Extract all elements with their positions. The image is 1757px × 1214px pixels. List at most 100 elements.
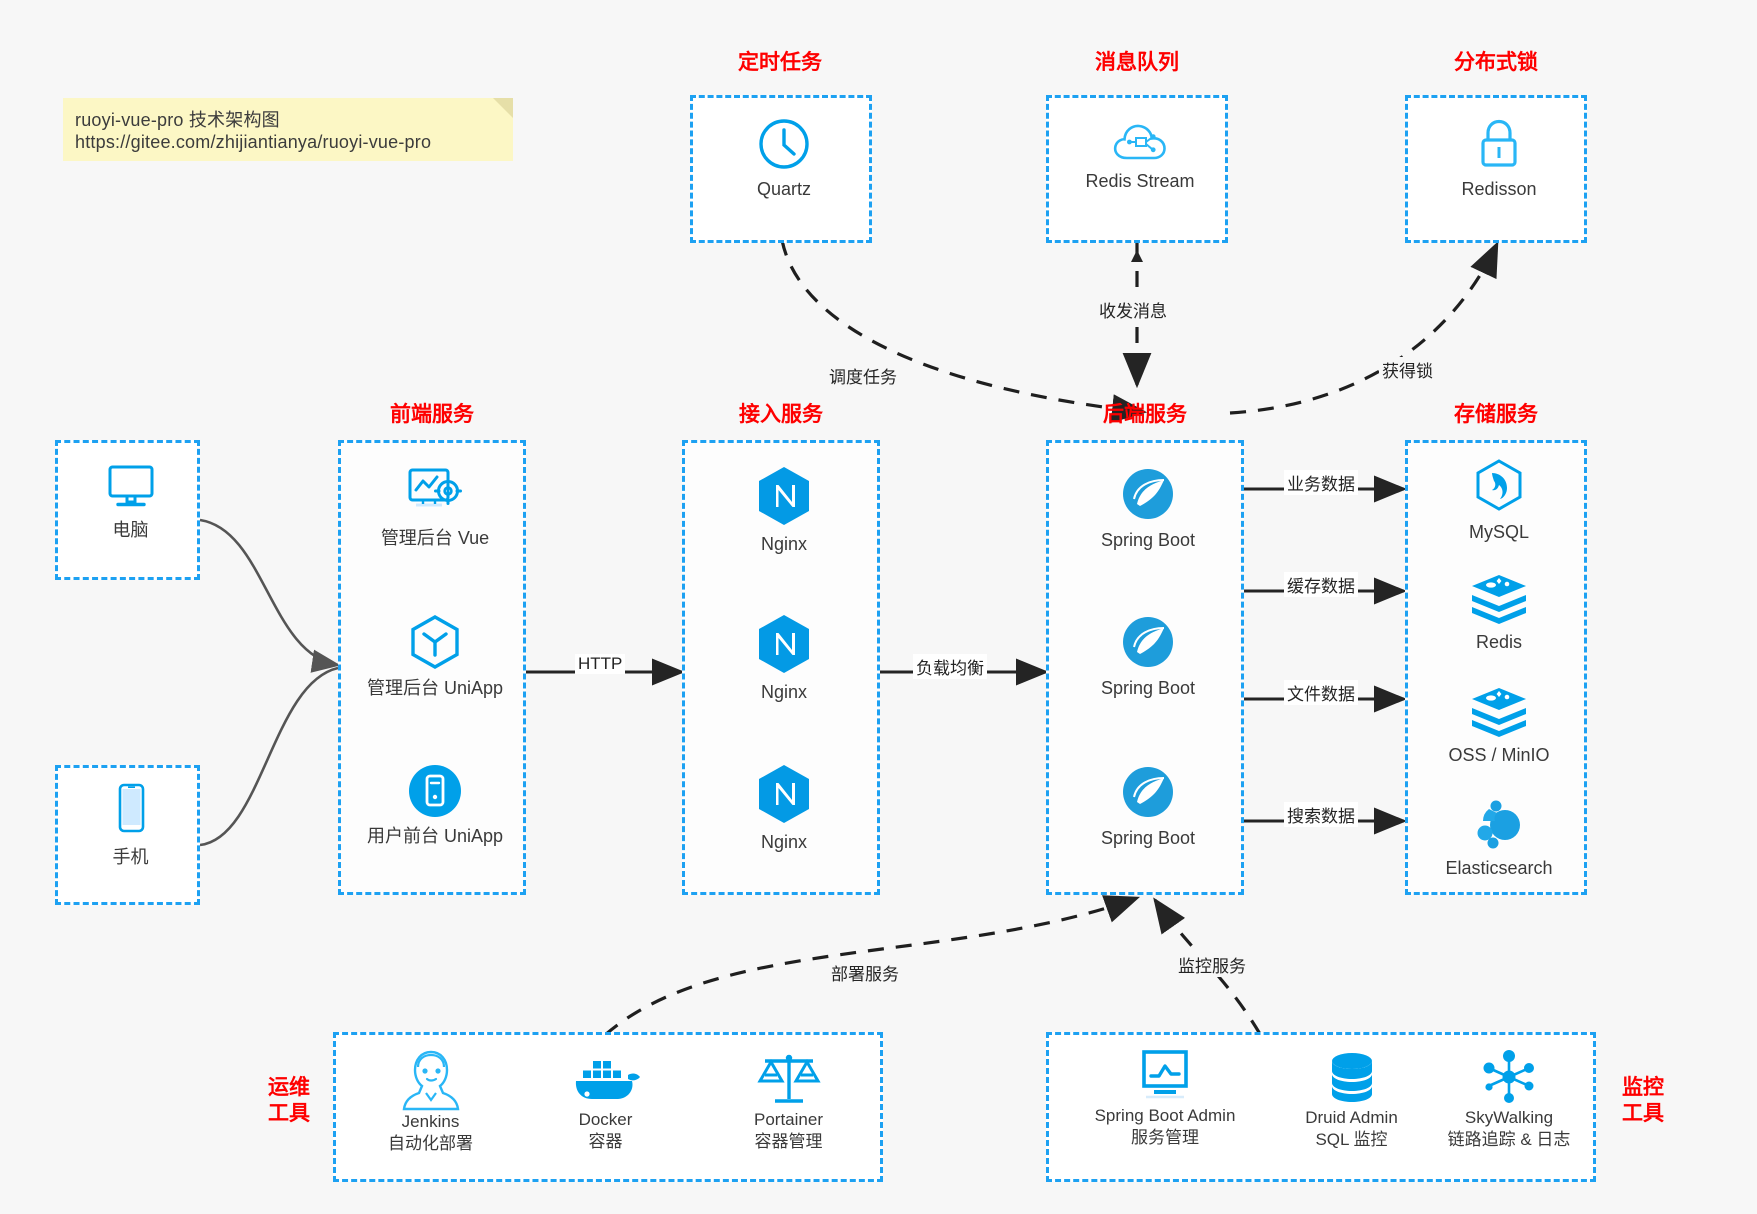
nginx-icon: [759, 765, 809, 823]
cube-icon: [411, 615, 459, 669]
node-spring-boot-1[interactable]: Spring Boot: [1049, 465, 1247, 552]
edge-label-search-data: 搜索数据: [1284, 802, 1358, 827]
group-title-monitor-tools: 监控 工具: [1612, 1075, 1674, 1128]
title-sticky-note: ruoyi-vue-pro 技术架构图 https://gitee.com/zh…: [63, 98, 513, 161]
nginx-icon: [759, 467, 809, 525]
group-box-monitor-tools: Spring Boot Admin 服务管理 Druid Admin SQL 监…: [1046, 1032, 1596, 1182]
node-redis[interactable]: Redis: [1408, 573, 1590, 654]
edge-label-cache-data: 缓存数据: [1284, 572, 1358, 597]
edge-label-file-data: 文件数据: [1284, 680, 1358, 705]
node-elasticsearch[interactable]: Elasticsearch: [1408, 799, 1590, 880]
redis-stack-icon: [1472, 575, 1526, 624]
node-label: Portainer: [754, 1110, 823, 1129]
dashboard-settings-icon: [408, 468, 462, 507]
note-url-line: https://gitee.com/zhijiantianya/ruoyi-vu…: [75, 132, 432, 152]
node-user-uniapp[interactable]: 用户前台 UniApp: [341, 763, 529, 848]
group-title-gateway: 接入服务: [739, 403, 823, 426]
node-mysql[interactable]: MySQL: [1408, 457, 1590, 544]
group-box-frontend: 管理后台 Vue 管理后台 UniApp 用户前台 UniApp: [338, 440, 526, 895]
edge-label-lock: 获得锁: [1379, 357, 1436, 382]
node-sublabel: SQL 监控: [1315, 1130, 1388, 1150]
node-nginx-2[interactable]: Nginx: [685, 613, 883, 704]
node-label: Nginx: [760, 832, 808, 852]
group-title-devops-tools: 运维 工具: [258, 1075, 320, 1128]
redis-stack-icon: [1472, 688, 1526, 737]
node-label: 管理后台 Vue: [380, 528, 490, 548]
note-fold-corner: [493, 98, 513, 118]
node-sublabel: 链路追踪 & 日志: [1447, 1130, 1571, 1150]
node-label: 手机: [112, 847, 149, 867]
group-title-storage: 存储服务: [1454, 403, 1538, 426]
node-spring-boot-3[interactable]: Spring Boot: [1049, 763, 1247, 850]
node-redisson[interactable]: Redisson: [1408, 116, 1590, 201]
wire-mobile-to-frontend: [199, 666, 339, 847]
lock-icon: [1481, 119, 1517, 167]
node-label: Spring Boot: [1100, 530, 1196, 550]
node-quartz[interactable]: Quartz: [693, 116, 875, 201]
node-jenkins[interactable]: Jenkins 自动化部署: [348, 1047, 513, 1155]
node-druid-admin[interactable]: Druid Admin SQL 监控: [1264, 1049, 1439, 1151]
node-label: 电脑: [112, 520, 149, 540]
edge-label-schedule: 调度任务: [826, 363, 900, 388]
node-nginx-1[interactable]: Nginx: [685, 465, 883, 556]
node-admin-vue[interactable]: 管理后台 Vue: [341, 465, 529, 550]
node-label: Jenkins: [401, 1112, 460, 1131]
clock-icon: [759, 119, 809, 169]
node-skywalking[interactable]: SkyWalking 链路追踪 & 日志: [1419, 1047, 1599, 1151]
node-sublabel: 服务管理: [1131, 1128, 1199, 1148]
node-spring-boot-2[interactable]: Spring Boot: [1049, 613, 1247, 700]
node-nginx-3[interactable]: Nginx: [685, 763, 883, 854]
edge-label-mq: 收发消息: [1096, 297, 1170, 322]
group-box-client-desktop: 电脑: [55, 440, 200, 580]
node-label: OSS / MinIO: [1448, 745, 1550, 765]
node-label: 管理后台 UniApp: [366, 678, 504, 698]
wire-lock: [1229, 241, 1499, 415]
edge-label-deploy: 部署服务: [828, 960, 902, 985]
group-box-scheduled-task: Quartz: [690, 95, 872, 243]
node-label: 用户前台 UniApp: [366, 826, 504, 846]
group-title-frontend: 前端服务: [390, 403, 474, 426]
node-label: Docker: [578, 1110, 633, 1129]
node-sublabel: 容器: [588, 1132, 623, 1152]
wire-desktop-to-frontend: [199, 518, 341, 673]
mobile-app-icon: [409, 765, 461, 817]
node-label: Quartz: [756, 179, 812, 199]
docker-whale-icon: [575, 1061, 640, 1099]
nginx-icon: [759, 615, 809, 673]
node-sublabel: 容器管理: [754, 1132, 823, 1152]
monitor-chart-icon: [1142, 1050, 1188, 1099]
jenkins-butler-icon: [402, 1050, 459, 1111]
group-title-backend: 后端服务: [1103, 403, 1187, 426]
node-label: Druid Admin: [1305, 1108, 1398, 1127]
node-label: Nginx: [760, 682, 808, 702]
node-spring-boot-admin[interactable]: Spring Boot Admin 服务管理: [1055, 1047, 1275, 1149]
network-nodes-icon: [1483, 1050, 1534, 1103]
group-box-storage: MySQL Redis OSS / MinIO: [1405, 440, 1587, 895]
node-mobile[interactable]: 手机: [58, 782, 203, 869]
mysql-dolphin-icon: [1476, 459, 1522, 511]
node-label: MySQL: [1468, 522, 1529, 542]
node-label: Redisson: [1461, 179, 1537, 199]
group-title-scheduled-task: 定时任务: [738, 51, 822, 74]
spring-boot-icon: [1123, 767, 1173, 817]
mobile-phone-icon: [118, 783, 144, 833]
node-desktop[interactable]: 电脑: [58, 461, 203, 542]
node-docker[interactable]: Docker 容器: [523, 1053, 688, 1153]
edge-label-load-balance: 负载均衡: [913, 654, 987, 679]
node-label: Redis: [1475, 632, 1523, 652]
edge-label-http: HTTP: [575, 654, 626, 674]
spring-boot-icon: [1123, 469, 1173, 519]
node-admin-uniapp[interactable]: 管理后台 UniApp: [341, 613, 529, 700]
group-box-backend: Spring Boot Spring Boot Spring Boot: [1046, 440, 1244, 895]
node-oss-minio[interactable]: OSS / MinIO: [1408, 686, 1590, 767]
database-stack-icon: [1331, 1053, 1372, 1102]
group-box-gateway: Nginx Nginx Nginx: [682, 440, 880, 895]
desktop-monitor-icon: [108, 465, 153, 507]
group-box-devops-tools: Jenkins 自动化部署 Docker 容器: [333, 1032, 883, 1182]
node-portainer[interactable]: Portainer 容器管理: [701, 1047, 876, 1153]
spring-boot-icon: [1123, 617, 1173, 667]
group-box-client-mobile: 手机: [55, 765, 200, 905]
node-redis-stream[interactable]: Redis Stream: [1049, 118, 1231, 193]
note-title-line: ruoyi-vue-pro 技术架构图: [75, 110, 280, 130]
